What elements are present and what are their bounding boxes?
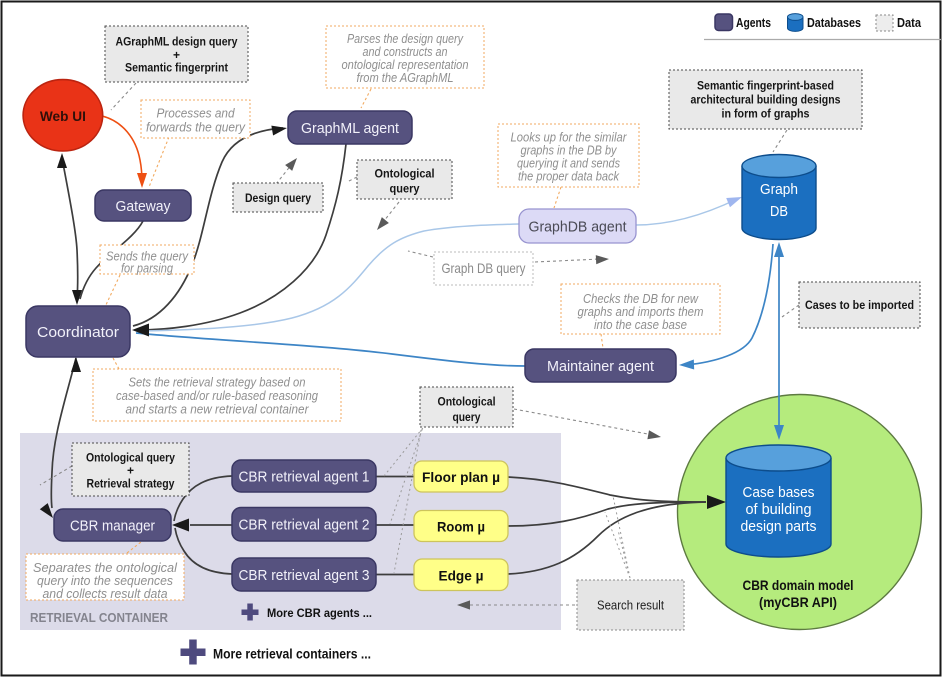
svg-text:CBR retrieval agent 3: CBR retrieval agent 3 xyxy=(239,567,370,584)
svg-text:ontological representation: ontological representation xyxy=(342,58,469,72)
svg-text:query: query xyxy=(390,182,420,196)
svg-text:(myCBR API): (myCBR API) xyxy=(759,594,837,610)
svg-text:Edge µ: Edge µ xyxy=(439,568,484,584)
svg-text:in form of graphs: in form of graphs xyxy=(722,107,810,121)
svg-text:Sends the query: Sends the query xyxy=(106,250,189,264)
svg-text:AGraphML design query: AGraphML design query xyxy=(116,35,238,49)
svg-text:Ontological: Ontological xyxy=(375,167,435,181)
svg-text:for parsing: for parsing xyxy=(121,262,173,276)
svg-text:query: query xyxy=(453,410,481,424)
svg-text:architectural building desig: architectural building designs xyxy=(691,93,841,107)
svg-text:design parts: design parts xyxy=(741,519,817,535)
svg-text:Graph DB query: Graph DB query xyxy=(442,260,526,276)
svg-text:Cases to be imported: Cases to be imported xyxy=(805,298,914,312)
svg-text:Room µ: Room µ xyxy=(437,519,485,535)
svg-text:Checks the DB for new: Checks the DB for new xyxy=(583,292,699,306)
svg-text:Case bases: Case bases xyxy=(743,485,815,501)
svg-text:+: + xyxy=(127,464,134,478)
svg-text:CBR domain model: CBR domain model xyxy=(743,577,854,593)
svg-text:CBR manager: CBR manager xyxy=(70,518,155,535)
svg-text:and constructs an: and constructs an xyxy=(363,45,448,59)
svg-text:Data: Data xyxy=(897,16,922,30)
svg-text:into the case base: into the case base xyxy=(594,318,687,332)
svg-text:forwards the query: forwards the query xyxy=(146,121,246,135)
svg-text:Processes and: Processes and xyxy=(157,107,236,121)
svg-text:Sets the retrieval strategy ba: Sets the retrieval strategy based on xyxy=(129,376,306,390)
svg-text:Coordinator: Coordinator xyxy=(37,324,119,341)
svg-text:and collects result data: and collects result data xyxy=(43,587,168,601)
svg-text:Semantic fingerprint: Semantic fingerprint xyxy=(125,61,228,75)
svg-text:CBR retrieval agent 1: CBR retrieval agent 1 xyxy=(239,469,370,486)
svg-text:Design query: Design query xyxy=(245,191,311,205)
svg-text:Maintainer agent: Maintainer agent xyxy=(547,358,655,375)
svg-text:More CBR agents ...: More CBR agents ... xyxy=(267,606,372,620)
svg-text:from the AGraphML: from the AGraphML xyxy=(357,71,454,85)
svg-text:Databases: Databases xyxy=(807,16,861,30)
svg-text:GraphML agent: GraphML agent xyxy=(301,120,400,137)
svg-text:Parses the design query: Parses the design query xyxy=(347,32,464,46)
svg-text:RETRIEVAL CONTAINER: RETRIEVAL CONTAINER xyxy=(30,610,169,625)
svg-text:querying it and sends: querying it and sends xyxy=(517,157,620,171)
svg-text:graphs and imports them: graphs and imports them xyxy=(578,305,704,319)
svg-text:Floor plan µ: Floor plan µ xyxy=(422,469,500,485)
svg-text:+: + xyxy=(173,48,180,62)
svg-text:More retrieval containers ...: More retrieval containers ... xyxy=(213,647,371,662)
svg-text:Looks up for the similar: Looks up for the similar xyxy=(511,131,628,145)
svg-text:the proper data back: the proper data back xyxy=(518,170,620,184)
svg-text:DB: DB xyxy=(770,204,788,220)
svg-text:GraphDB agent: GraphDB agent xyxy=(529,219,628,236)
svg-text:Gateway: Gateway xyxy=(116,198,171,215)
svg-text:query into the sequences: query into the sequences xyxy=(37,574,173,588)
svg-text:Semantic fingerprint-based: Semantic fingerprint-based xyxy=(697,79,834,93)
svg-text:Ontological: Ontological xyxy=(438,395,496,409)
svg-text:Separates the ontological: Separates the ontological xyxy=(33,561,178,575)
svg-text:and starts a new retrieval con: and starts a new retrieval container xyxy=(126,403,310,417)
svg-text:Agents: Agents xyxy=(736,16,771,30)
svg-text:CBR retrieval agent 2: CBR retrieval agent 2 xyxy=(239,517,370,534)
svg-text:graphs in the DB by: graphs in the DB by xyxy=(521,144,618,158)
svg-text:Ontological query: Ontological query xyxy=(86,451,175,465)
svg-text:of building: of building xyxy=(746,502,812,518)
svg-text:Web UI: Web UI xyxy=(40,108,86,124)
svg-text:Retrieval strategy: Retrieval strategy xyxy=(87,477,175,491)
svg-text:Graph: Graph xyxy=(760,182,798,198)
svg-text:Search result: Search result xyxy=(597,598,664,613)
svg-text:case-based and/or rule-based r: case-based and/or rule-based reasoning xyxy=(116,389,318,403)
